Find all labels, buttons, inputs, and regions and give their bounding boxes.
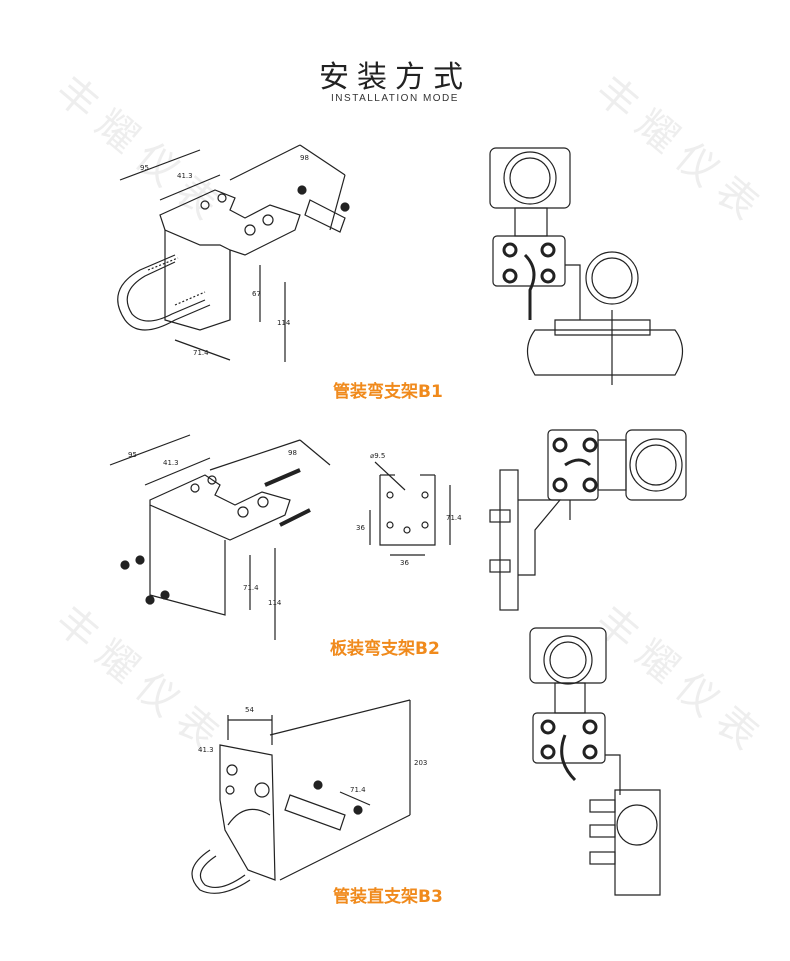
b3-bracket-drawing	[191, 699, 411, 894]
b3-dim-714: 71.4	[350, 786, 366, 794]
b1-bracket-drawing	[117, 144, 350, 362]
b2-transmitter-drawing	[489, 429, 687, 611]
b2-dim-36b: 36	[400, 559, 409, 567]
page-subtitle: INSTALLATION MODE	[331, 93, 459, 104]
b1-dim-95: 95	[140, 164, 149, 172]
b2-dim-36a: 36	[356, 524, 365, 532]
b3-transmitter-drawing	[529, 627, 661, 896]
b3-dim-41: 41.3	[198, 746, 214, 754]
b2-dim-41: 41.3	[163, 459, 179, 467]
b2-dim-714: 71.4	[243, 584, 259, 592]
caption-b3: 管装直支架B3	[333, 887, 443, 907]
b2-bracket-drawing	[109, 434, 331, 640]
b3-dim-203: 203	[414, 759, 427, 767]
b2-dim-98: 98	[288, 449, 297, 457]
b2-hole-pattern	[369, 461, 451, 556]
b2-hole-dim: ⌀9.5	[370, 452, 385, 460]
b1-transmitter-drawing	[489, 147, 684, 385]
b1-dim-67: 67	[252, 290, 261, 298]
b1-dim-98: 98	[300, 154, 309, 162]
b1-dim-114: 114	[277, 319, 291, 327]
b2-dim-714b: 71.4	[446, 514, 462, 522]
b1-dim-714: 71.4	[193, 349, 209, 357]
b3-dim-54: 54	[245, 706, 254, 714]
b1-dim-41: 41.3	[177, 172, 193, 180]
b2-dim-114: 114	[268, 599, 282, 607]
caption-b1: 管装弯支架B1	[333, 382, 443, 402]
page-title: 安装方式	[319, 60, 471, 95]
caption-b2: 板装弯支架B2	[330, 639, 440, 659]
b2-dim-95: 95	[128, 451, 137, 459]
